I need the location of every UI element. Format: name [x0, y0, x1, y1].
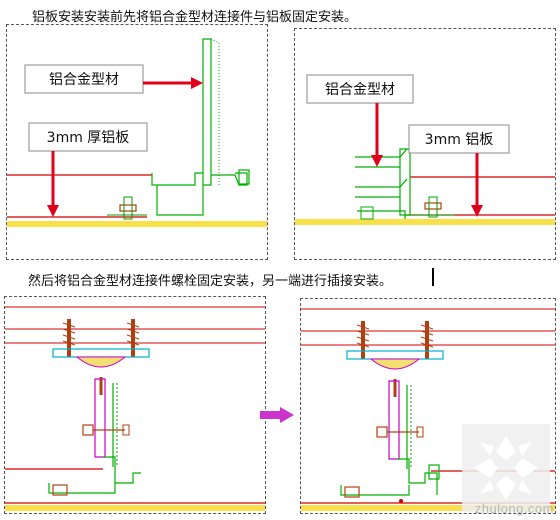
profile-foot: [151, 172, 203, 186]
transition-arrow-icon: [260, 407, 294, 423]
anchor-screw-icon: [356, 321, 370, 359]
ceiling-strip: [7, 221, 267, 227]
arrow-head-icon: [471, 205, 483, 217]
zhulong-logo-icon: [462, 424, 550, 512]
anchor-screw-icon: [62, 319, 76, 357]
panel-4-drawing: [301, 308, 555, 511]
arrow-head-icon: [191, 77, 203, 89]
label-aluminum-profile: 铝合金型材: [325, 82, 395, 98]
panel-bolt-fixing: [4, 296, 266, 514]
panel-3-drawing: [5, 306, 265, 511]
profile-hook: [428, 464, 440, 480]
anchor-screw-icon: [126, 319, 140, 357]
profile-vertical: [202, 38, 212, 186]
watermark-text: zhulong.com: [474, 501, 554, 516]
hanger-clip: [75, 356, 127, 368]
bolt-head-icon: [344, 486, 360, 498]
joint-mark: [399, 499, 403, 503]
bolt-head-icon: [119, 204, 137, 212]
arrow-head-icon: [47, 205, 59, 217]
caption-middle: 然后将铝合金型材连接件螺栓固定安装，另一端进行插接安装。: [28, 274, 393, 289]
bolt-head-icon: [52, 484, 68, 496]
label-aluminum-profile: 铝合金型材: [49, 72, 119, 88]
anchor-screw-icon: [420, 321, 434, 359]
panel-2-drawing: 铝合金型材 3mm 铝板: [295, 74, 555, 225]
label-box-profile: [24, 64, 144, 94]
profile-body: [156, 185, 204, 216]
label-box-panel: [28, 122, 148, 152]
label-box-panel: [408, 124, 510, 154]
label-box-profile: [306, 74, 414, 104]
profile-body: [103, 456, 141, 484]
hanger-clip: [369, 358, 421, 370]
bolt-icon: [123, 196, 133, 220]
bolt-icon: [376, 426, 424, 438]
profile-fin: [355, 178, 408, 188]
ceiling-strip: [301, 505, 555, 511]
ceiling-strip: [5, 505, 265, 511]
bolt-icon: [82, 424, 130, 436]
bolt-icon: [428, 196, 438, 218]
panel-profile-fixing: 铝合金型材 3mm 厚铝板: [6, 24, 268, 260]
panel-1-drawing: 铝合金型材 3mm 厚铝板: [7, 38, 267, 227]
label-3mm-panel: 3mm 厚铝板: [47, 130, 130, 146]
bolt-head-icon: [424, 202, 442, 210]
caption-top: 铝板安装安装前先将铝合金型材连接件与铝板固定安装。: [32, 10, 358, 25]
text-cursor: [432, 268, 434, 286]
panel-profile-detail: 铝合金型材 3mm 铝板: [294, 28, 556, 260]
ceiling-strip: [295, 219, 555, 225]
label-3mm-panel: 3mm 铝板: [425, 132, 494, 148]
profile-body: [397, 458, 438, 495]
arrow-head-icon: [371, 155, 383, 167]
profile-hook: [211, 172, 248, 186]
